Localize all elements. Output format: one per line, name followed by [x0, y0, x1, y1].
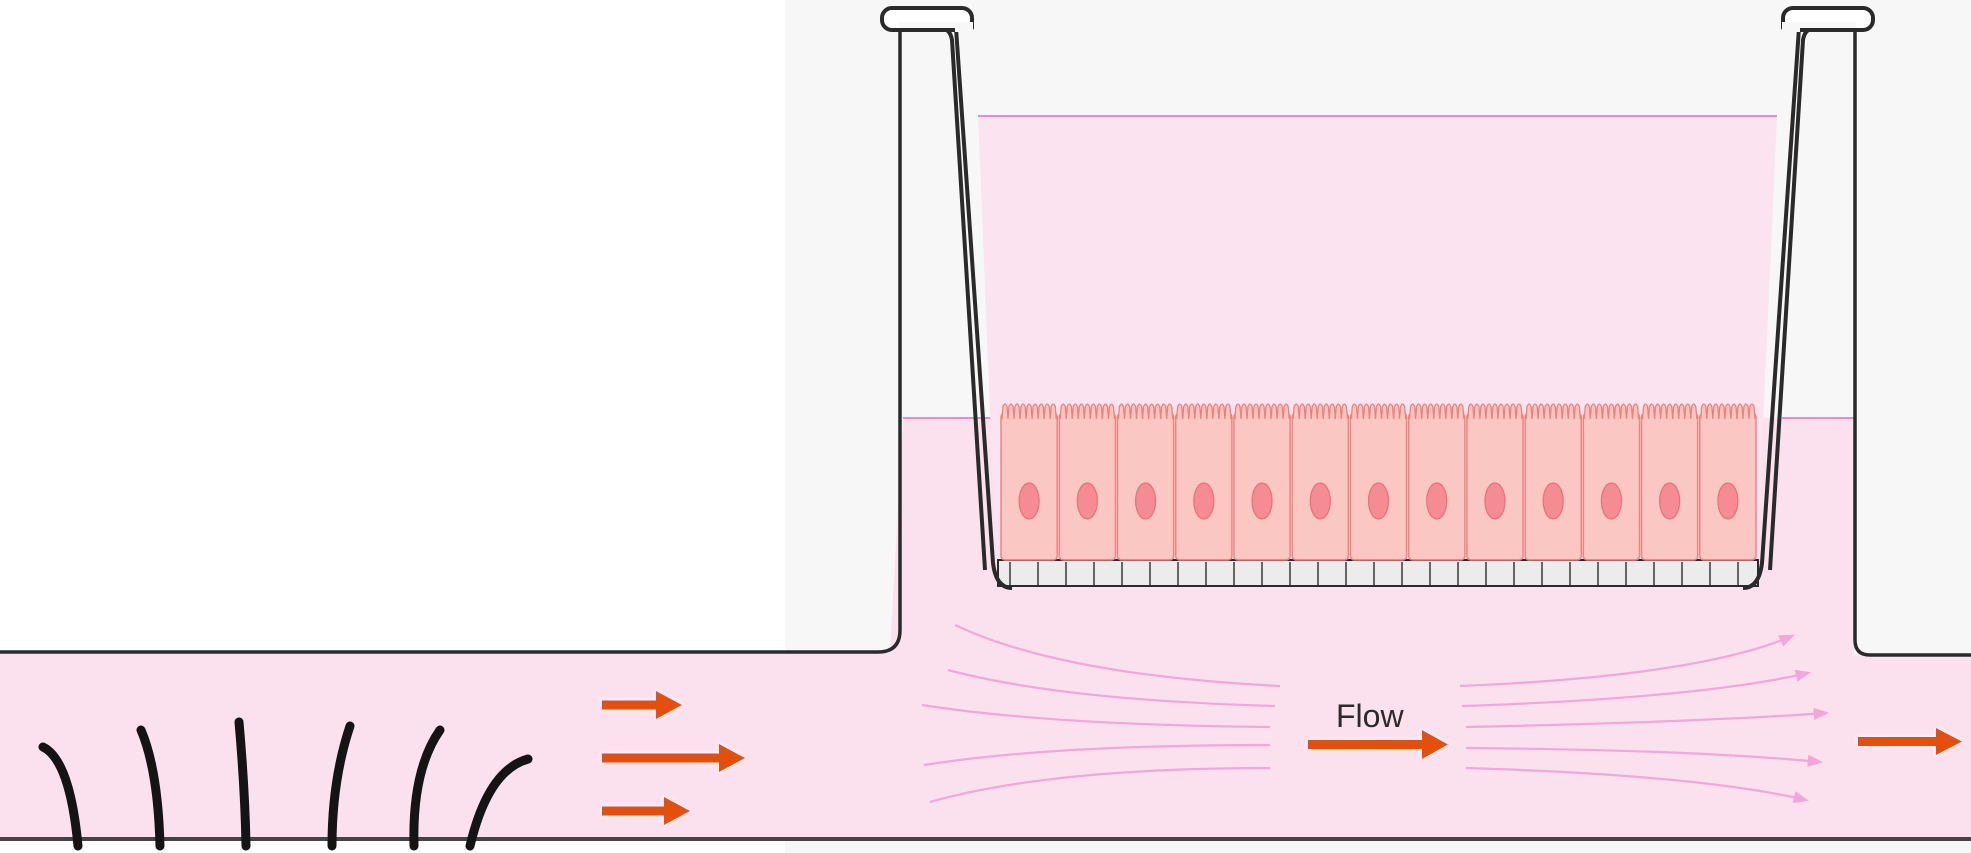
- flow-arrow: [602, 691, 682, 719]
- well-left-wall: [0, 28, 902, 654]
- insert-left-rim-cover: [899, 22, 973, 32]
- epithelial-cell-layer: [1000, 403, 1757, 561]
- cilium: [38, 742, 83, 851]
- cilium: [465, 754, 533, 851]
- epithelial-cell: [1699, 403, 1757, 561]
- epithelial-cell: [1349, 403, 1408, 561]
- streamline-inflow: [954, 624, 1281, 688]
- epithelial-cell: [1058, 403, 1117, 561]
- cell-nucleus: [1659, 482, 1681, 520]
- cell-nucleus: [1717, 482, 1739, 520]
- cell-nucleus: [1542, 482, 1564, 520]
- epithelial-cell: [1466, 403, 1524, 561]
- cell-nucleus: [1309, 482, 1331, 520]
- flow-arrow: [602, 744, 745, 772]
- streamline-outflow: [1465, 766, 1809, 804]
- streamline-inflow: [947, 668, 1276, 708]
- epithelial-cell: [1116, 403, 1175, 561]
- cilium: [327, 721, 355, 851]
- epithelial-cell: [1582, 403, 1641, 561]
- cilium: [409, 725, 445, 851]
- streamline-inflow: [921, 703, 1271, 729]
- epithelial-cell: [1640, 403, 1699, 561]
- cilium: [234, 717, 251, 851]
- streamline-inflow: [929, 766, 1271, 804]
- epithelial-cell: [1524, 403, 1583, 561]
- cell-nucleus: [1426, 482, 1448, 520]
- streamline-inflow: [923, 743, 1271, 767]
- cell-nucleus: [1076, 482, 1098, 520]
- inlet-flow-arrows: [602, 691, 745, 825]
- cell-nucleus: [1484, 482, 1506, 520]
- cell-nucleus: [1134, 482, 1157, 520]
- cell-nucleus: [1193, 482, 1215, 520]
- cell-nucleus: [1018, 482, 1040, 520]
- streamline-outflow: [1459, 634, 1795, 688]
- cilia-group: [38, 717, 533, 851]
- streamline-outflow: [1461, 669, 1812, 708]
- epithelial-cell: [1174, 403, 1233, 561]
- flow-streamlines: [921, 624, 1830, 804]
- flow-arrow: [602, 797, 690, 825]
- cell-nucleus: [1600, 482, 1623, 520]
- epithelial-cell: [1233, 403, 1291, 561]
- cilium: [136, 725, 165, 851]
- cell-nucleus: [1367, 482, 1390, 520]
- well-right-wall: [1853, 28, 1971, 657]
- cell-nucleus: [1251, 482, 1273, 520]
- epithelial-cell: [1000, 403, 1058, 561]
- epithelial-cell: [1291, 403, 1350, 561]
- flow-label: Flow: [1336, 698, 1404, 734]
- epithelial-cell: [1407, 403, 1466, 561]
- insert-right-rim-cover: [1782, 22, 1856, 32]
- streamline-outflow: [1465, 746, 1824, 767]
- streamline-outflow: [1465, 707, 1830, 729]
- center-flow-arrow: [1308, 730, 1448, 759]
- outlet-flow-arrow: [1858, 728, 1962, 755]
- porous-membrane: [997, 559, 1759, 587]
